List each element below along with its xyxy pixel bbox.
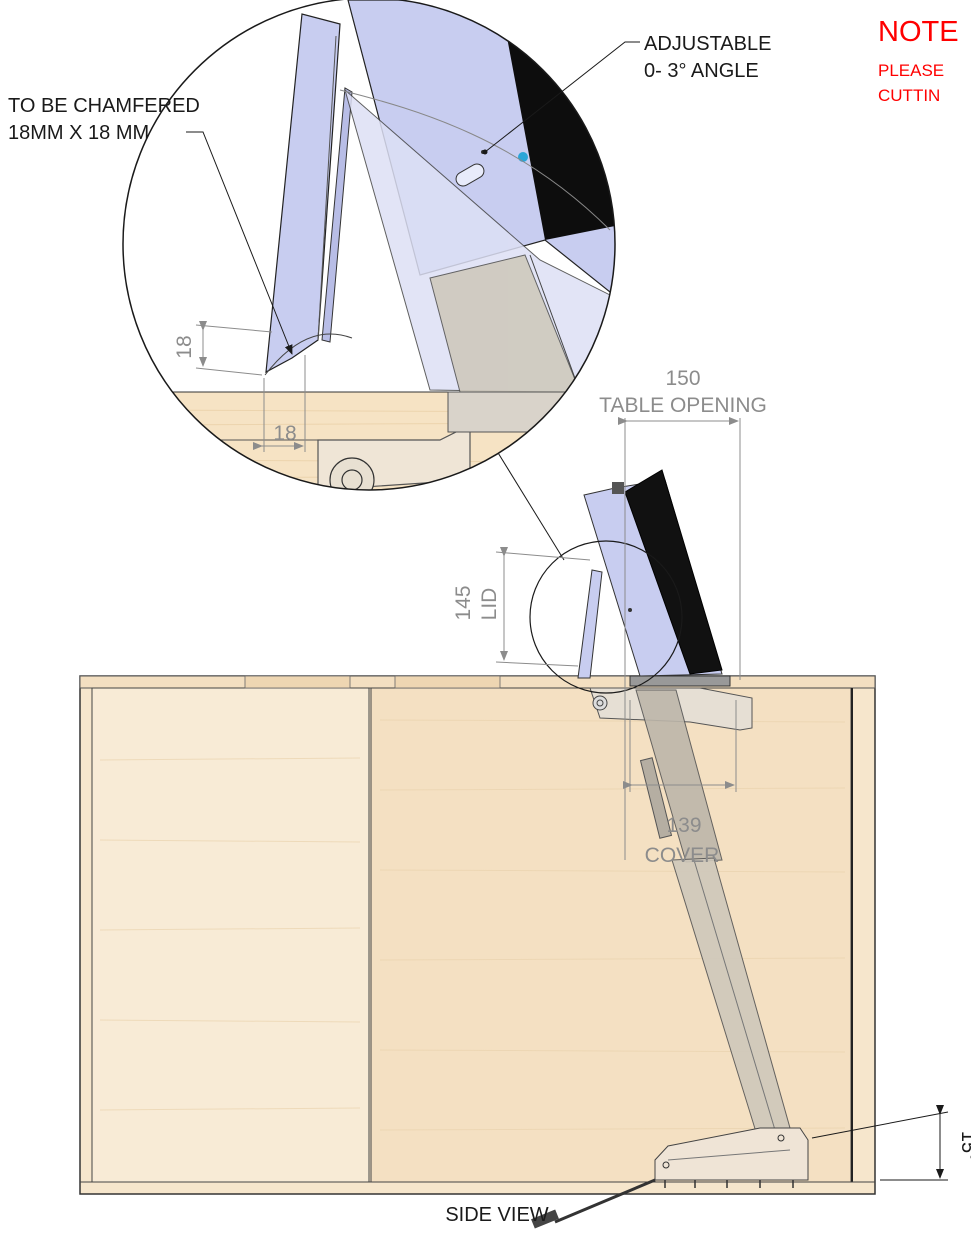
adjust-note-line2: 0- 3° ANGLE [644,60,759,82]
chamfer-note-line2: 18MM X 18 MM [8,122,149,144]
top-strip-right [394,675,501,689]
table-opening-label: TABLE OPENING [599,394,767,417]
detail-circle-border [122,0,616,491]
chamfer-leader [186,131,293,355]
left-panel [91,687,370,1183]
lid-value: 145 [452,585,475,620]
adjust-note-line1: ADJUSTABLE [644,33,771,55]
detail-magnified [123,0,615,490]
feet-bolts [664,1180,794,1188]
lid-dimension [495,547,591,667]
chamfer-note-line1: TO BE CHAMFERED [8,95,200,117]
wood-grain [99,719,846,1131]
angle-value: 15° [957,1131,971,1161]
monitor-lift [531,469,809,1229]
column-clamp [639,757,673,839]
table-opening-value: 150 [665,367,700,390]
adjust-leader [484,41,640,153]
note-line2: CUTTIN [878,86,940,105]
monitor-screen [624,469,723,675]
cover-dimension [623,700,737,792]
angle-dimension [811,1105,949,1181]
adjust-slot [455,163,485,187]
mount-pivot [592,695,608,711]
view-title: SIDE VIEW [445,1204,548,1226]
chamfer-width-value: 18 [273,422,296,445]
power-cable [554,1178,656,1224]
top-plate [629,675,731,687]
note-title: NOTE [878,16,959,48]
detail-leader [491,442,565,561]
chamfer-height-value: 18 [173,335,196,358]
cable-plug [531,1209,559,1229]
detail-callout-circle [529,540,683,694]
cover-label: COVER [645,844,720,867]
lid-panel [577,569,603,679]
cover-value: 139 [666,814,701,837]
note-line1: PLEASE [878,61,944,80]
chamfer-dimensions [195,321,306,452]
lid-label: LID [478,588,501,621]
outer-column [635,689,723,863]
top-strip-left [244,675,351,689]
base-foot [654,1127,809,1181]
